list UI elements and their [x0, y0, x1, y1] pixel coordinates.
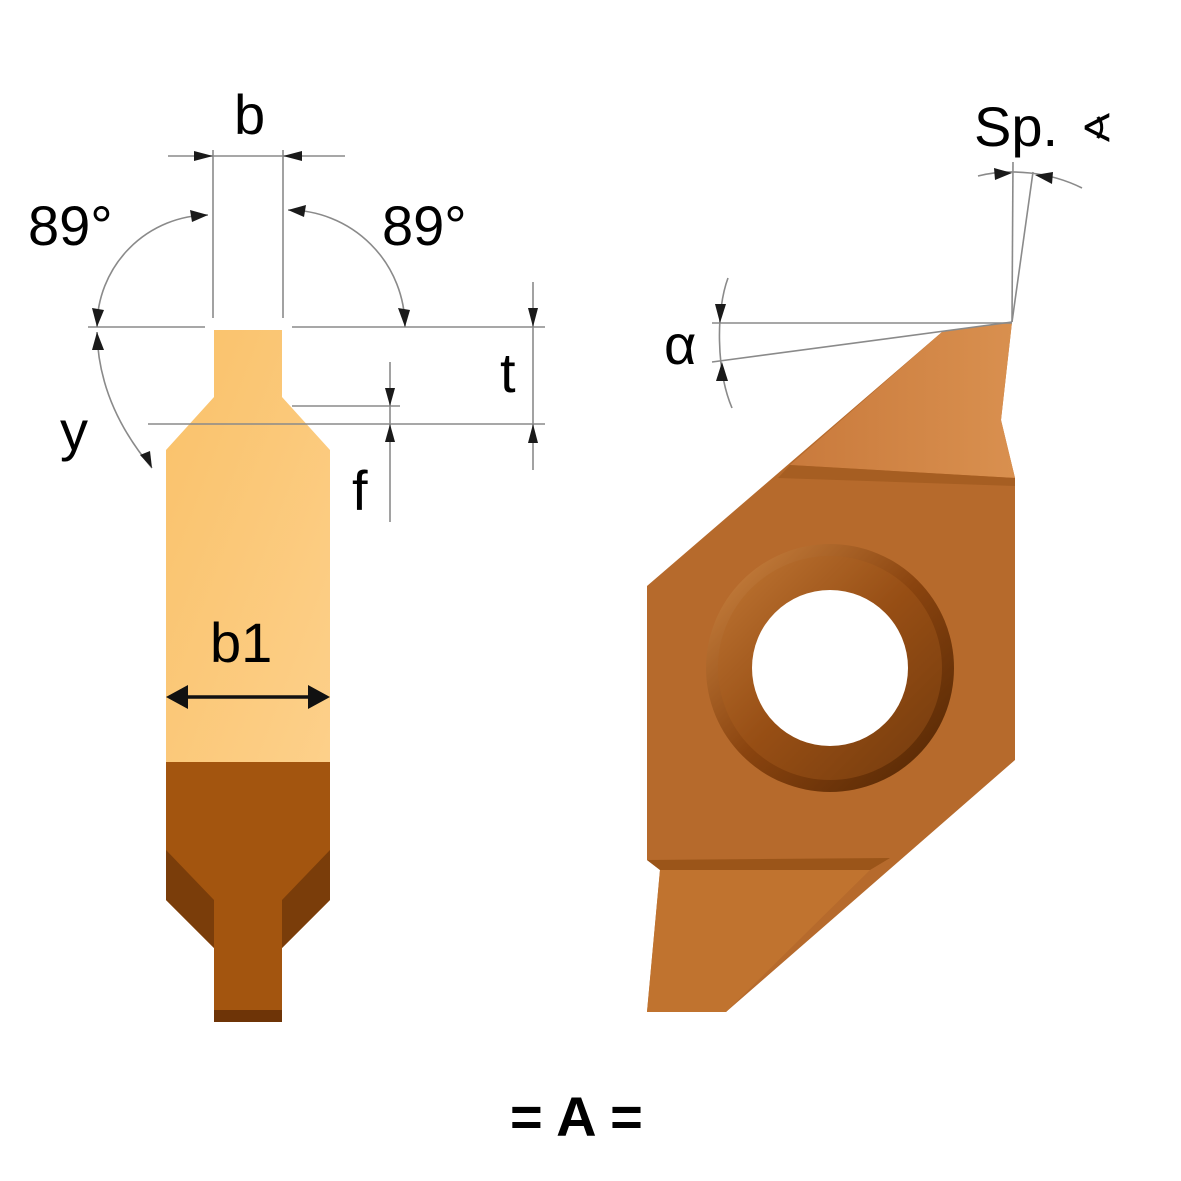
insert-top-ridge: [778, 465, 1015, 486]
label-b1: b1: [210, 611, 272, 674]
insert-bottom-ridge: [647, 858, 890, 870]
label-t: t: [500, 341, 516, 404]
insert-side-view: [647, 322, 1015, 1012]
insert-front-view: [166, 330, 330, 1022]
insert-bottom-edge: [214, 1010, 282, 1022]
front-view-dimensions: [88, 150, 545, 709]
label-b: b: [234, 83, 265, 146]
sp-angle-icon: ∢: [1080, 107, 1114, 151]
label-angle-left: 89°: [28, 194, 113, 257]
diagram-caption: = A =: [510, 1085, 643, 1148]
insert-bevel-right: [282, 850, 330, 948]
insert-top-face: [790, 322, 1015, 478]
side-view-dimensions: [711, 161, 1083, 409]
insert-light-body: [166, 330, 330, 762]
insert-bottom-face: [647, 870, 870, 1012]
label-f: f: [352, 459, 368, 522]
insert-bevel-left: [166, 850, 214, 948]
label-angle-right: 89°: [382, 194, 467, 257]
label-alpha: α: [664, 313, 696, 376]
mounting-hole: [752, 590, 908, 746]
insert-dark-body: [166, 762, 330, 1022]
label-y: y: [60, 399, 88, 462]
label-sp: Sp.: [974, 95, 1058, 158]
